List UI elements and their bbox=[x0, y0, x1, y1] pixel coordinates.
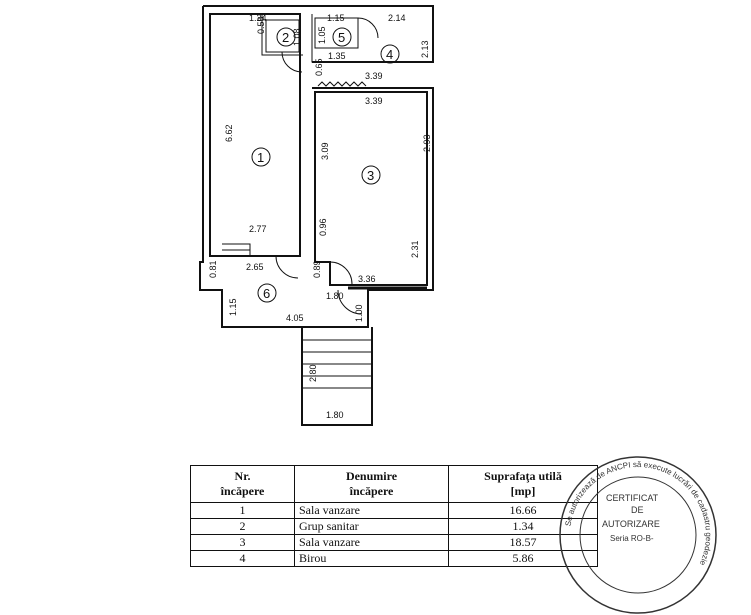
table-row: 3 Sala vanzare 18.57 bbox=[190, 534, 598, 551]
seal-line3: AUTORIZARE bbox=[602, 519, 660, 529]
table-row: 4 Birou 5.86 bbox=[190, 550, 598, 567]
room-marker-1: 1 bbox=[251, 147, 271, 167]
seal-series: Seria RO-B- bbox=[610, 534, 654, 543]
door-arc-entry bbox=[337, 289, 363, 315]
dim-label: 1.15 bbox=[327, 13, 345, 23]
floor-plan: 1 2 3 4 5 6 1.24 0.58 1.08 1.15 1.05 2.1… bbox=[199, 5, 434, 426]
cell-name: Sala vanzare bbox=[294, 502, 449, 519]
room-marker-6: 6 bbox=[257, 283, 277, 303]
dim-label: 2.93 bbox=[422, 134, 432, 152]
dim-label: 1.35 bbox=[328, 51, 346, 61]
dim-label: 0.81 bbox=[208, 260, 218, 278]
dim-label: 0.89 bbox=[312, 260, 322, 278]
table-row: 1 Sala vanzare 16.66 bbox=[190, 502, 598, 519]
col-header-nr: Nr.încăpere bbox=[190, 465, 295, 503]
dim-label: 3.36 bbox=[358, 274, 376, 284]
dim-label: 1.00 bbox=[354, 304, 364, 322]
cell-name: Sala vanzare bbox=[294, 534, 449, 551]
stairs bbox=[301, 327, 373, 426]
dim-label: 1.08 bbox=[292, 28, 302, 46]
room-marker-3: 3 bbox=[361, 165, 381, 185]
room-marker-5: 5 bbox=[332, 27, 352, 47]
dim-label: 6.62 bbox=[224, 124, 234, 142]
svg-text:5: 5 bbox=[338, 30, 345, 45]
dim-label: 3.09 bbox=[320, 142, 330, 160]
door-arc-2 bbox=[281, 51, 303, 73]
dim-label: 1.24 bbox=[249, 13, 267, 23]
door-arc-3 bbox=[329, 261, 353, 285]
room-marker-2: 2 bbox=[276, 27, 296, 47]
svg-text:3: 3 bbox=[367, 168, 374, 183]
dim-label: 1.80 bbox=[326, 291, 344, 301]
dim-label: 1.15 bbox=[228, 298, 238, 316]
zigzag-opening bbox=[317, 81, 367, 87]
door-arc-1 bbox=[275, 255, 299, 279]
dim-label: 0.96 bbox=[318, 218, 328, 236]
wc-cabin-2 bbox=[265, 19, 300, 53]
cell-name: Grup sanitar bbox=[294, 518, 449, 535]
dim-label: 2.14 bbox=[388, 13, 406, 23]
dim-label: 2.31 bbox=[410, 240, 420, 258]
dim-label: 1.80 bbox=[326, 410, 344, 420]
svg-text:4: 4 bbox=[386, 47, 393, 62]
seal-line2: DE bbox=[631, 505, 644, 515]
table-row: 2 Grup sanitar 1.34 bbox=[190, 518, 598, 535]
dim-label: 4.05 bbox=[286, 313, 304, 323]
cell-nr: 4 bbox=[190, 550, 295, 567]
svg-text:2: 2 bbox=[282, 30, 289, 45]
inner-wall-1 bbox=[209, 13, 301, 257]
svg-text:6: 6 bbox=[263, 286, 270, 301]
seal-line1: CERTIFICAT bbox=[606, 493, 659, 503]
dim-label: 2.13 bbox=[420, 40, 430, 58]
cell-name: Birou bbox=[294, 550, 449, 567]
cell-nr: 3 bbox=[190, 534, 295, 551]
dim-label: 3.39 bbox=[365, 96, 383, 106]
window-strip bbox=[222, 243, 251, 256]
wall-divider bbox=[261, 14, 433, 63]
dim-label: 0.65 bbox=[314, 58, 324, 76]
authorization-seal: Se autorizează de ANCPI să execute lucră… bbox=[559, 456, 717, 614]
cell-nr: 2 bbox=[190, 518, 295, 535]
svg-text:1: 1 bbox=[257, 150, 264, 165]
dim-label: 1.05 bbox=[317, 26, 327, 44]
cell-nr: 1 bbox=[190, 502, 295, 519]
col-header-area: Suprafaţa utilă[mp] bbox=[448, 465, 598, 503]
door-arc-5 bbox=[357, 17, 379, 39]
dim-label: 0.58 bbox=[256, 16, 266, 34]
room-marker-4: 4 bbox=[380, 44, 400, 64]
dim-label: 3.39 bbox=[365, 71, 383, 81]
dim-label: 2.80 bbox=[308, 364, 318, 382]
dim-label: 2.77 bbox=[249, 224, 267, 234]
inner-wall-3 bbox=[314, 91, 428, 286]
dim-label: 2.65 bbox=[246, 262, 264, 272]
wc-cabin-5 bbox=[314, 17, 359, 49]
